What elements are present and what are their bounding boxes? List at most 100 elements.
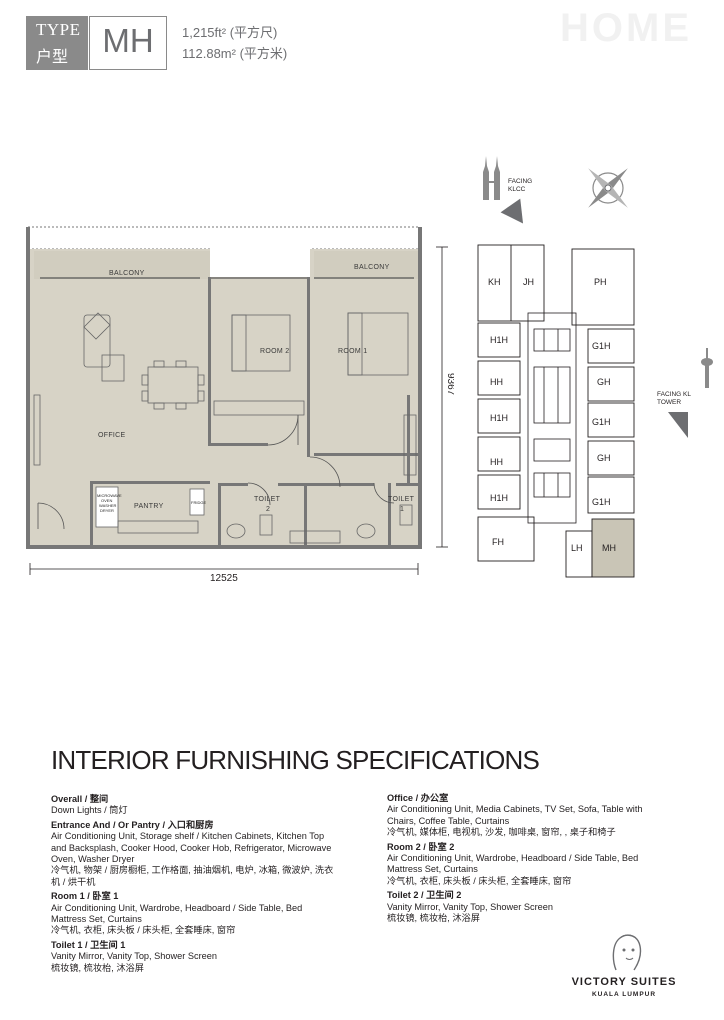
key-plan-label-gh-a: GH: [597, 377, 611, 387]
label-office: OFFICE: [98, 432, 125, 439]
key-plan-label-fh: FH: [492, 537, 504, 547]
sofa: [83, 314, 111, 368]
fridge: [189, 488, 205, 516]
floor-plan: BALCONY BALCONY ROOM 2 ROOM 1 OFFICE PAN…: [26, 226, 454, 584]
dimension-width-label: 12525: [210, 573, 238, 584]
footer-city: KUALA LUMPUR: [591, 991, 657, 998]
facing-klcc-line1: FACING: [508, 178, 533, 185]
spec-room2-body: Air Conditioning Unit, Wardrobe, Headboa…: [387, 853, 639, 886]
room1-furniture: [347, 312, 417, 476]
label-room2: ROOM 2: [260, 348, 289, 355]
label-appliance-line2: OVEN: [101, 498, 112, 503]
petronas-towers-icon: [483, 156, 524, 224]
label-pantry: PANTRY: [134, 503, 164, 510]
key-plan-label-gh-b: GH: [597, 453, 611, 463]
toilet-fixtures: [226, 504, 413, 544]
balcony-left-area: [34, 251, 210, 279]
facing-klcc-label: FACING KLCC: [508, 178, 532, 194]
interior-walls: [90, 277, 420, 547]
label-appliance-line1: MICROWAVE: [97, 493, 122, 498]
unit-code-box: MH: [89, 16, 167, 70]
spec-entrance: Entrance And / Or Pantry / 入口和厨房 Air Con…: [51, 820, 363, 888]
pantry-fixtures: [95, 486, 205, 534]
basin-toilet2: [226, 523, 246, 539]
area-sqft: 1,215ft² (平方尺): [182, 25, 278, 40]
spec-toilet2-title: Toilet 2 / 卫生间 2: [387, 890, 462, 901]
label-fridge: FRIDGE: [191, 500, 206, 505]
spec-office-body: Air Conditioning Unit, Media Cabinets, T…: [387, 804, 643, 838]
dimension-width: [29, 563, 419, 575]
wc-toilet2: [259, 514, 273, 536]
label-balcony-left: BALCONY: [109, 270, 145, 277]
key-plan-label-g1h-c: G1H: [592, 497, 611, 507]
key-plan-unit-fh: [477, 516, 535, 562]
label-toilet1-line2: 1: [400, 506, 404, 513]
home-watermark-logo: HOME: [560, 6, 692, 50]
key-plan-core: [527, 312, 577, 524]
spec-room2-title: Room 2 / 卧室 2: [387, 841, 455, 852]
void-gap: [210, 247, 310, 277]
spec-overall-body: Down Lights / 筒灯: [51, 805, 128, 816]
label-appliance-line3: WASHER: [99, 503, 117, 508]
unit-type-badge: TYPE 户型 MH: [26, 16, 167, 70]
dimension-depth-label: 9367: [445, 373, 454, 396]
key-plan-label-g1h-a: G1H: [592, 341, 611, 351]
door-swings: [37, 414, 395, 530]
facing-kl-tower-line2: TOWER: [657, 399, 682, 406]
type-label-box: TYPE 户型: [26, 16, 88, 70]
appliance-stack: [95, 486, 119, 528]
label-balcony-right: BALCONY: [354, 264, 390, 271]
wardrobe-room1: [403, 414, 417, 476]
key-plan-unit-hh-b: [477, 436, 521, 472]
key-plan-unit-gh-a: [587, 366, 635, 402]
kl-tower-direction-arrow-icon: [668, 412, 688, 438]
footer-brand: VICTORY SUITES: [571, 976, 677, 988]
key-plan-unit-g1h-a: [587, 328, 635, 364]
key-plan: KH JH PH H1H G1H HH GH H1H G1H HH GH H1H…: [477, 244, 635, 578]
facing-klcc-line2: KLCC: [508, 186, 526, 193]
key-plan-label-h1h-b: H1H: [490, 413, 508, 423]
key-plan-label-ph: PH: [594, 277, 607, 287]
area-sqm: 112.88m² (平方米): [182, 46, 288, 61]
basin-toilet1: [356, 523, 376, 539]
key-plan-unit-h1h-c: [477, 474, 521, 510]
key-plan-label-h1h-a: H1H: [490, 335, 508, 345]
room2-furniture: [213, 314, 305, 416]
compass-icon: [588, 168, 628, 208]
key-plan-label-mh: MH: [602, 543, 616, 553]
spec-entrance-body: Air Conditioning Unit, Storage shelf / K…: [51, 831, 334, 887]
key-plan-unit-h1h-a: [477, 322, 521, 358]
victory-suites-logo-icon: [612, 934, 642, 971]
spec-overall-title: Overall / 整间: [51, 794, 109, 804]
label-toilet1-line1: TOILET: [388, 496, 415, 503]
type-label-cn: 户型: [36, 49, 69, 66]
label-toilet2-line1: TOILET: [254, 496, 281, 503]
key-plan-label-kh: KH: [488, 277, 501, 287]
label-room1: ROOM 1: [338, 348, 367, 355]
balcony-right-area: [314, 251, 418, 279]
spec-office: Office / 办公室 Air Conditioning Unit, Medi…: [387, 793, 699, 839]
key-plan-label-g1h-b: G1H: [592, 417, 611, 427]
armchair: [83, 312, 111, 340]
key-plan-unit-lh: [565, 530, 593, 578]
key-plan-unit-g1h-c: [587, 476, 635, 514]
key-plan-label-hh-b: HH: [490, 457, 503, 467]
vanity-top: [289, 530, 341, 544]
key-plan-label-lh: LH: [571, 543, 583, 553]
spec-overall: Overall / 整间 Down Lights / 筒灯: [51, 794, 363, 817]
key-plan-unit-hh-a: [477, 360, 521, 396]
spec-toilet1: Toilet 1 / 卫生间 1 Vanity Mirror, Vanity T…: [51, 940, 363, 974]
wc-toilet1: [399, 504, 413, 526]
spec-column-right: Office / 办公室 Air Conditioning Unit, Medi…: [387, 793, 699, 927]
key-plan-label-jh: JH: [523, 277, 534, 287]
spec-toilet2: Toilet 2 / 卫生间 2 Vanity Mirror, Vanity T…: [387, 890, 699, 924]
unit-floor: [28, 247, 420, 548]
kitchen-counter: [117, 520, 199, 534]
spec-room1: Room 1 / 卧室 1 Air Conditioning Unit, War…: [51, 891, 363, 937]
facing-kl-tower-label: FACING KL TOWER: [657, 391, 691, 407]
kl-tower-icon: [701, 348, 713, 388]
spec-office-title: Office / 办公室: [387, 793, 449, 803]
unit-code: MH: [102, 22, 154, 59]
type-label: TYPE: [36, 20, 81, 39]
spec-room1-body: Air Conditioning Unit, Wardrobe, Headboa…: [51, 902, 303, 936]
